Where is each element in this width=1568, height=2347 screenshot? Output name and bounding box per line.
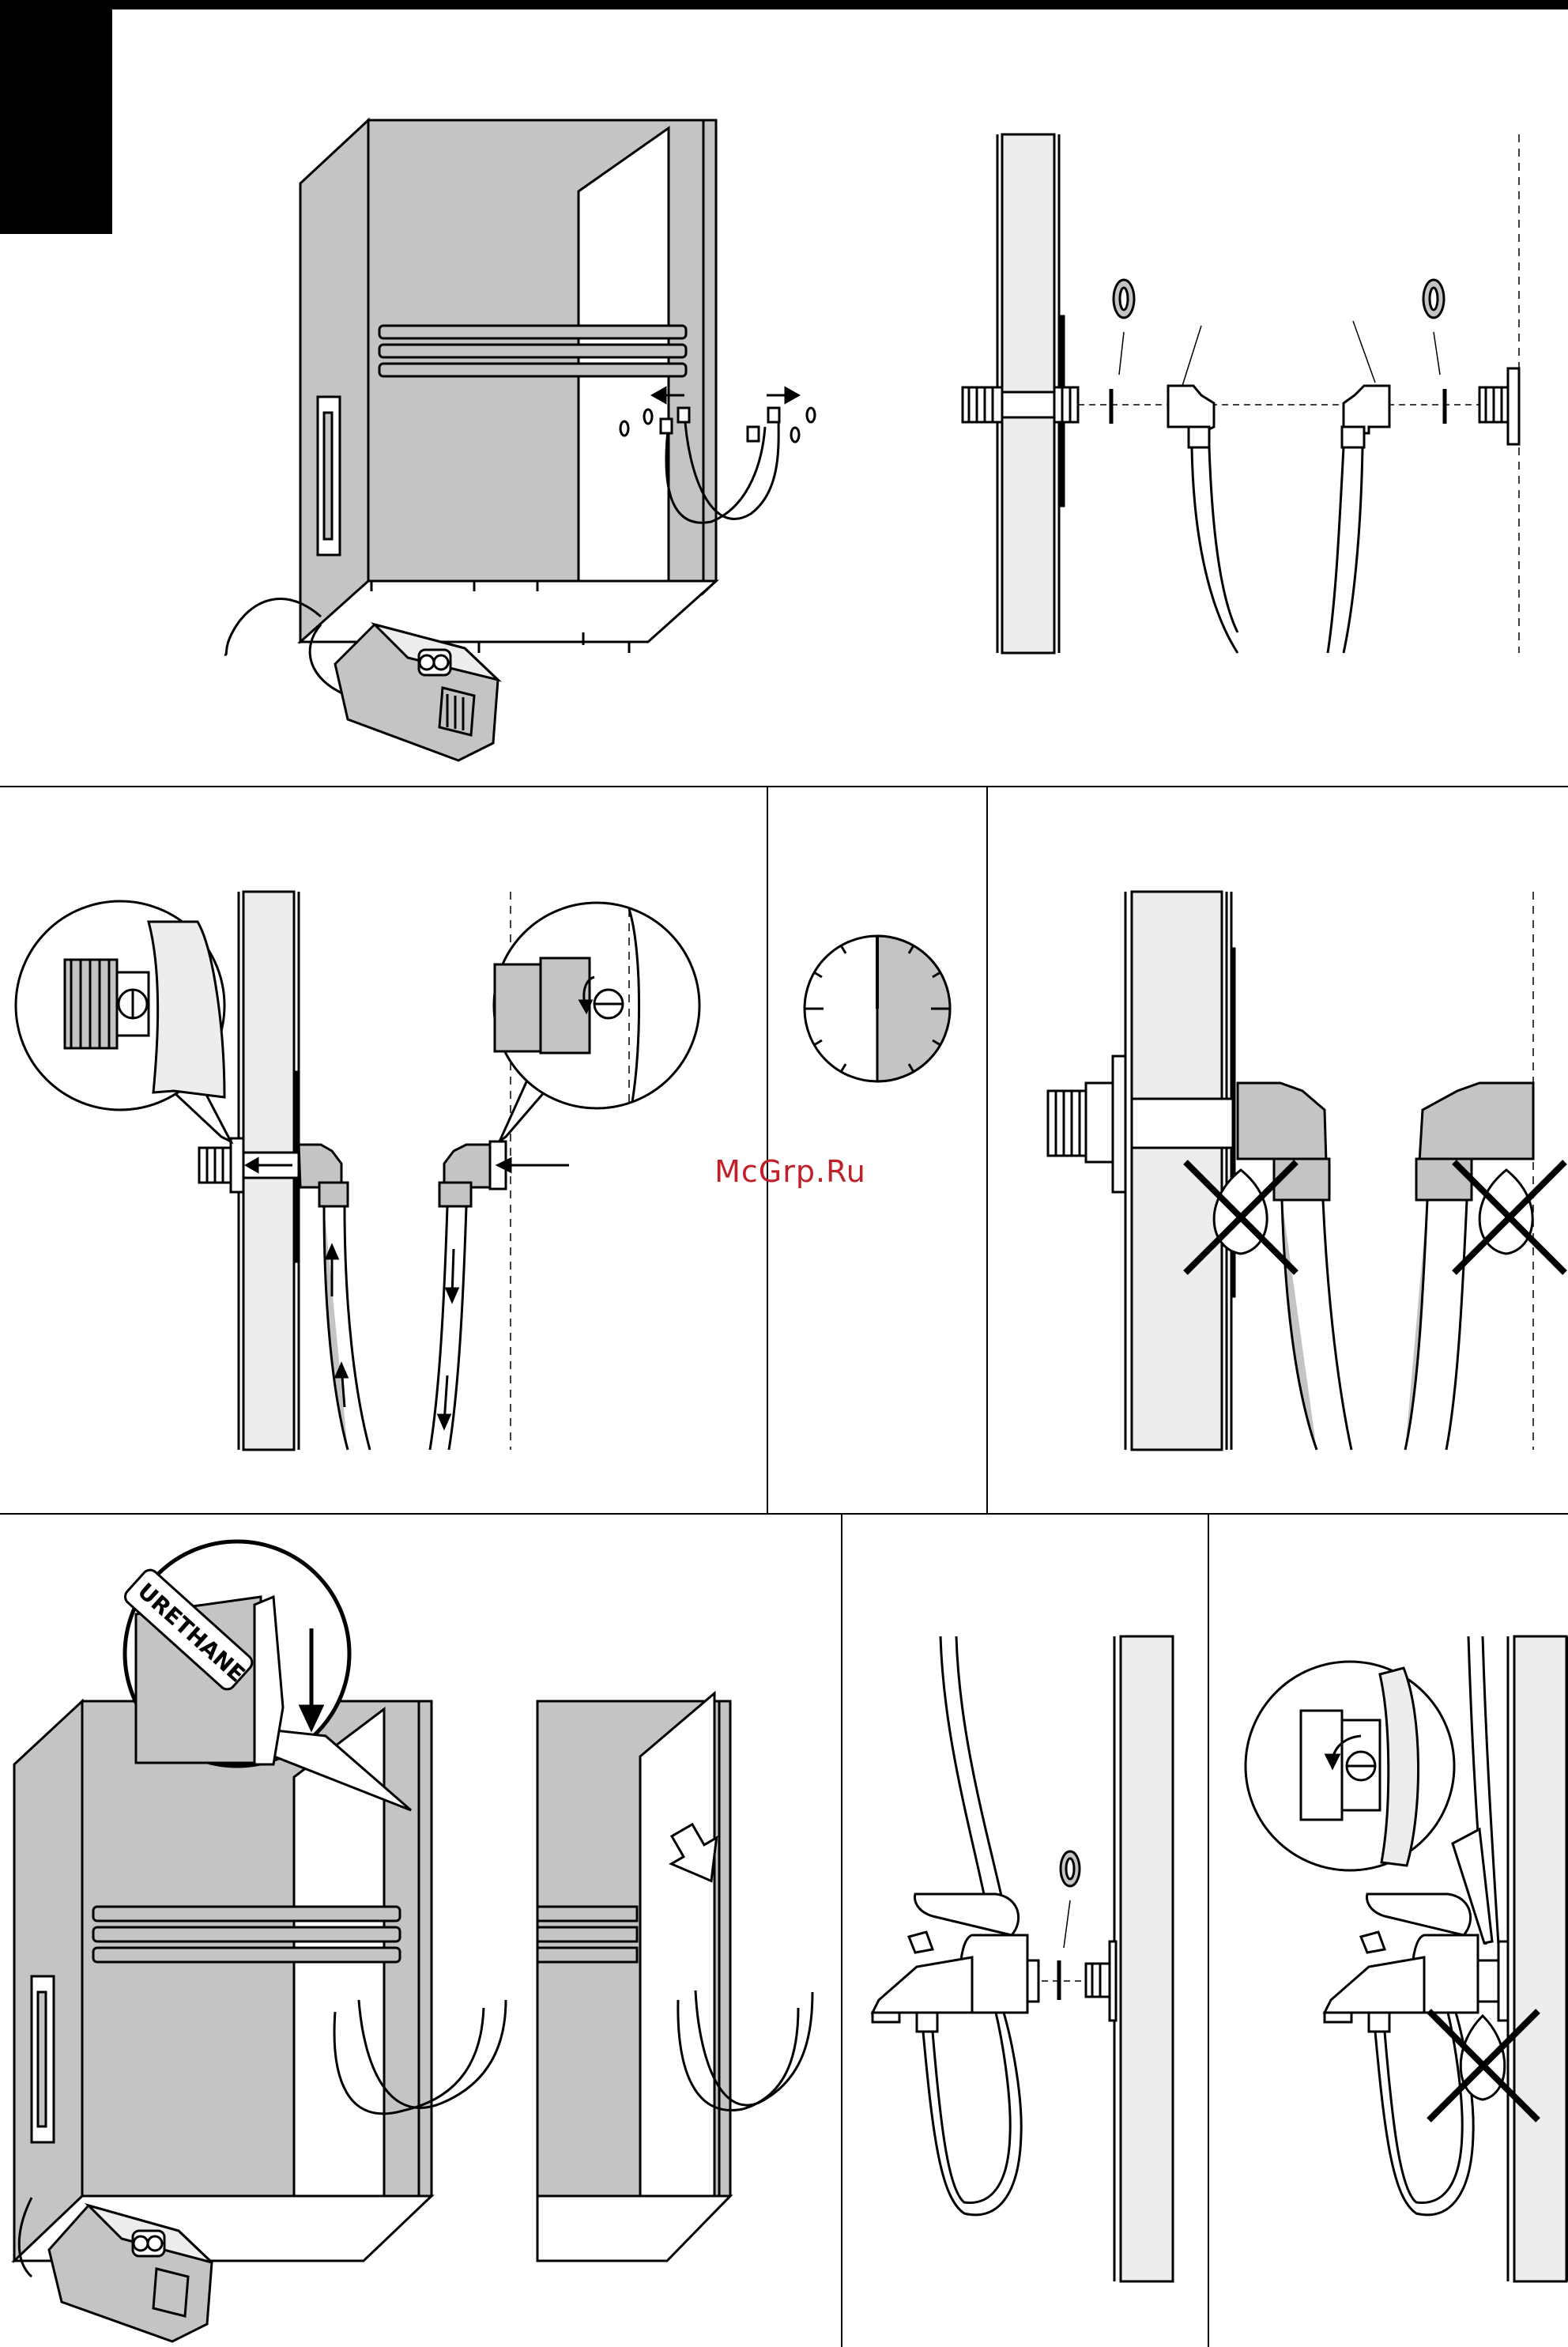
sealant-cabinet-illustration: URETHANE	[14, 1541, 812, 2277]
fitting-exploded-illustration	[963, 134, 1519, 653]
faucet-connection-illustration	[873, 1636, 1173, 2281]
pump-unit-illustration	[335, 624, 498, 760]
page-tab	[0, 0, 112, 234]
top-bar	[0, 0, 1568, 9]
hose-routing-illustration	[16, 892, 699, 1450]
cabinet-illustration	[224, 120, 815, 696]
wait-clock-illustration	[805, 936, 950, 1081]
leak-check-illustration	[1048, 892, 1565, 1450]
watermark: McGrp.Ru	[695, 1154, 885, 1189]
faucet-leak-check-illustration	[1246, 1636, 1568, 2281]
